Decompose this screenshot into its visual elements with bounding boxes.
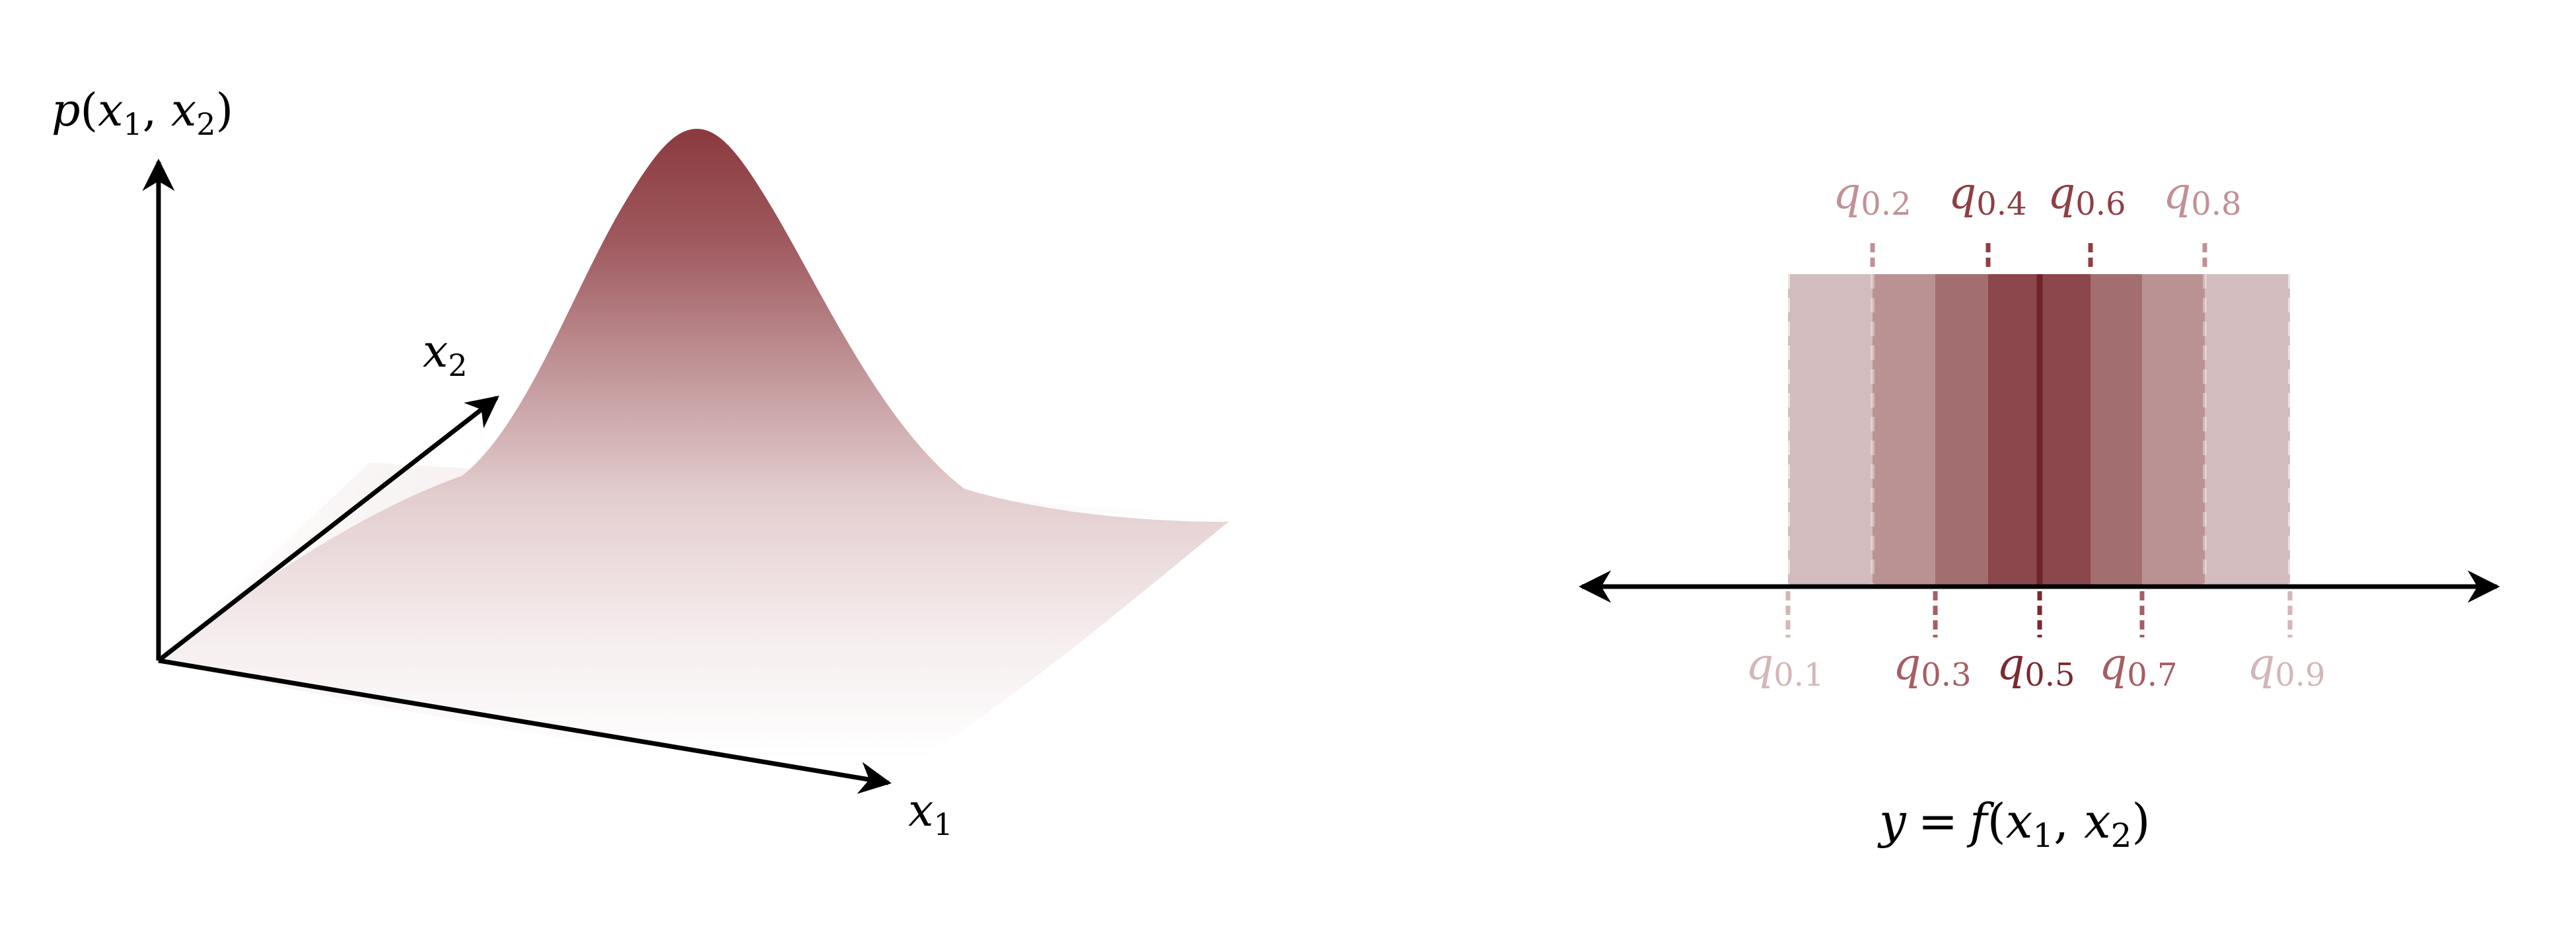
- density-surface: [159, 129, 1229, 779]
- right-panel: q0.2 q0.4 q0.6 q0.8 q0.1 q0.3 q0.5 q0.7 …: [1579, 168, 2500, 855]
- x1-axis: [158, 658, 892, 794]
- label-q0.8: q0.8: [2163, 168, 2242, 223]
- x1-axis-label: x1: [908, 785, 953, 842]
- z-label-var1: x: [98, 85, 123, 137]
- left-panel: p(x1, x2) x2 x1: [52, 85, 1229, 842]
- label-q0.6: q0.6: [2048, 168, 2126, 223]
- output-formula: y=f(x1, x2): [1877, 793, 2150, 855]
- label-q0.9: q0.9: [2247, 639, 2326, 694]
- z-label-sub1: 1: [123, 106, 142, 142]
- label-q0.4: q0.4: [1949, 168, 2027, 223]
- label-q0.5: q0.5: [1997, 639, 2075, 694]
- label-q0.3: q0.3: [1893, 639, 1972, 694]
- z-label-sub2: 2: [196, 106, 215, 142]
- x2-axis-label: x2: [423, 326, 468, 383]
- z-label-func: p: [52, 85, 81, 137]
- x2-axis: [157, 395, 499, 663]
- z-label-var2: x: [171, 85, 196, 137]
- label-q0.7: q0.7: [2099, 639, 2178, 694]
- label-q0.2: q0.2: [1833, 168, 1912, 223]
- z-axis-label: p(x1, x2): [52, 85, 233, 142]
- label-q0.1: q0.1: [1746, 639, 1824, 694]
